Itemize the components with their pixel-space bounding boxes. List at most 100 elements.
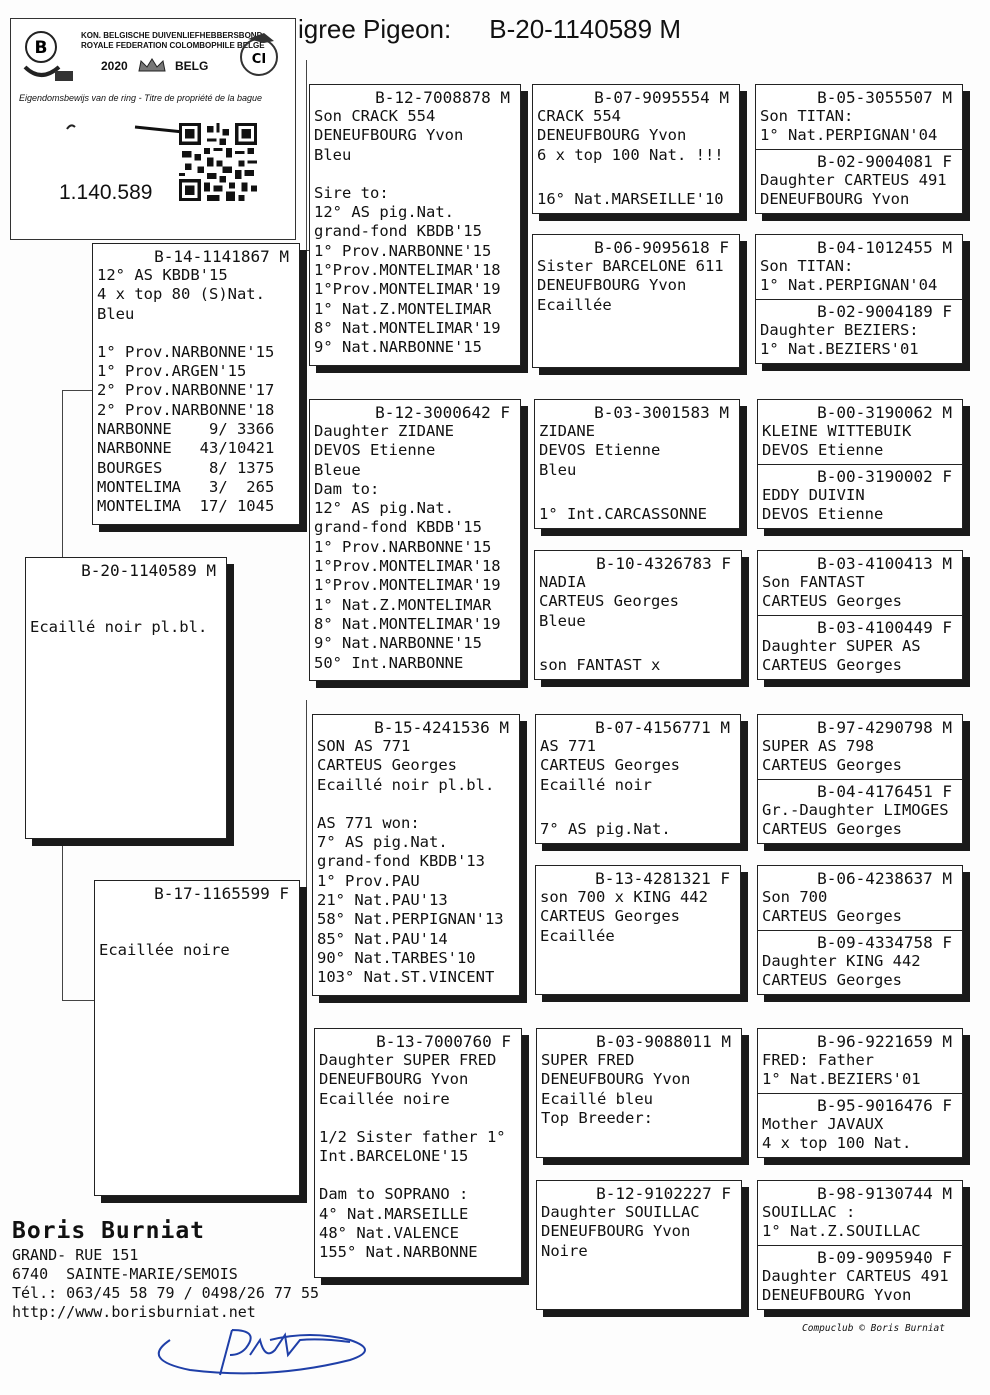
card-line: SUPER FRED [541,1051,635,1069]
connector [62,390,96,391]
org-line-nl: KON. BELGISCHE DUIVENLIEFHEBBERSBOND [81,31,263,40]
pigeon-card-g3: B-03-9088011 M SUPER FRED DENEUFBOURG Yv… [536,1028,742,1158]
ring-number: B-06-4238637 M [817,869,952,888]
pigeon-card-g2-sire-dam: B-12-3000642 F Daughter ZIDANE DEVOS Eti… [309,399,521,681]
card-line: 1°Prov.MONTELIMAR'19 [314,576,501,595]
card-line: Top Breeder: [541,1108,653,1127]
ring-certificate: B KON. BELGISCHE DUIVENLIEFHEBBERSBOND R… [10,18,296,240]
card-line: 1°Prov.MONTELIMAR'19 [314,280,501,299]
pigeon-card-g4-pair: B-05-3055507 M Son TITAN: 1° Nat.PERPIGN… [755,84,963,214]
org-line-fr: ROYALE FEDERATION COLOMBOPHILE BELGE [81,41,265,50]
card-line: CARTEUS Georges [762,971,902,990]
ring-number: B-10-4326783 F [596,554,731,573]
ring-country: BELG [175,59,209,73]
card-line: BOURGES 8/ 1375 [97,458,275,477]
card-line: 85° Nat.PAU'14 [317,929,448,948]
card-line: 58° Nat.PERPIGNAN'13 [317,910,504,929]
connector [62,1000,96,1001]
ring-number: B-15-4241536 M [374,718,509,737]
card-line: CARTEUS Georges [762,592,902,611]
card-line: Bleu [97,304,135,323]
owner-name: Boris Burniat [12,1218,206,1244]
pair-divider [758,1093,962,1094]
owner-website[interactable]: http://www.borisburniat.net [12,1303,256,1321]
pigeon-card-g4-pair: B-06-4238637 M Son 700 CARTEUS Georges B… [757,865,963,995]
ring-number: B-14-1141867 M [154,247,289,266]
card-line: Daughter SOUILLAC [541,1203,700,1221]
card-line: DENEUFBOURG Yvon [314,126,464,145]
pigeon-card-g4-pair: B-98-9130744 M SOUILLAC : 1° Nat.Z.SOUIL… [757,1180,963,1310]
card-line: 1° Nat.Z.MONTELIMAR [314,595,492,614]
card-line: Son TITAN: [760,257,854,275]
card-line: 1° Prov.ARGEN'15 [97,362,247,381]
card-footer: 16° Nat.MARSEILLE'10 [537,189,724,208]
ring-number: B-03-4100413 M [817,554,952,573]
card-line: Ecaillé noir pl.bl. [30,618,208,636]
card-line [93,324,299,343]
connector [296,250,310,251]
card-line: 9° Nat.NARBONNE'15 [314,338,482,357]
card-line: Dam to: [314,479,380,498]
pigeon-card-g4-pair: B-00-3190062 M KLEINE WITTEBUIK DEVOS Et… [757,399,963,529]
ring-number: B-98-9130744 M [817,1184,952,1203]
ring-number: B-09-9095940 F [817,1248,952,1267]
pigeon-card-dam: B-17-1165599 F Ecaillée noire [94,880,300,1196]
title-prefix: igree Pigeon: [298,14,452,44]
ring-number: B-12-3000642 F [375,403,510,422]
software-credit: Compuclub © Boris Burniat [802,1323,945,1334]
ring-number: B-00-3190002 F [817,467,952,486]
ring-number: B-04-4176451 F [817,782,952,801]
ring-number: B-09-4334758 F [817,933,952,952]
card-line: CARTEUS Georges [762,656,902,675]
page-title: igree Pigeon: B-20-1140589 M [298,14,681,45]
card-line: Son 700 [762,888,828,906]
card-line: Ecaillé noir [540,775,652,794]
pair-divider [758,615,962,616]
pair-divider [758,779,962,780]
card-line: 90° Nat.TARBES'10 [317,948,476,967]
card-line: Son FANTAST [762,573,865,591]
card-line: Ecaillée [540,926,615,945]
card-line: Ecaillé noir pl.bl. [317,775,495,794]
pigeon-card-g3: B-12-9102227 F Daughter SOUILLAC DENEUFB… [536,1180,742,1310]
ring-number: B-03-9088011 M [596,1032,731,1051]
card-line: Son CRACK 554 [314,107,436,125]
card-line: 1° Prov.PAU [317,871,420,890]
pair-divider [758,464,962,465]
card-line: 7° AS pig.Nat. [317,833,448,852]
pair-divider [758,930,962,931]
card-line: 6 x top 100 Nat. !!! [537,145,724,164]
ring-number: B-03-4100449 F [817,618,952,637]
ring-number: B-03-3001583 M [594,403,729,422]
card-line: MONTELIMA 3/ 265 [97,477,275,496]
card-line: 103° Nat.ST.VINCENT [317,968,495,987]
card-line: CARTEUS Georges [762,820,902,839]
pigeon-card-g4-pair: B-96-9221659 M FRED: Father 1° Nat.BEZIE… [757,1028,963,1158]
card-line: Noire [541,1241,588,1260]
title-ring: B-20-1140589 M [489,14,681,44]
card-line: 1° Prov.NARBONNE'15 [314,241,492,260]
card-line: CARTEUS Georges [539,592,679,611]
kbdb-logo-icon: B [23,31,73,81]
card-line: Dam to SOPRANO : [319,1185,469,1204]
card-line: 21° Nat.PAU'13 [317,891,448,910]
card-line [315,1109,521,1128]
card-line: 12° AS pig.Nat. [314,499,454,518]
card-line: Int.BARCELONE'15 [319,1147,469,1166]
card-line: KLEINE WITTEBUIK [762,422,912,440]
card-line: DENEUFBOURG Yvon [541,1222,691,1241]
card-footer: son FANTAST x [539,655,661,674]
card-line: Daughter BEZIERS: [760,321,919,339]
crown-icon [138,58,166,72]
card-line: Bleu [539,460,577,479]
card-line: DENEUFBOURG Yvon [537,126,687,145]
svg-text:B: B [35,38,48,58]
card-line: Ecaillée [537,295,612,314]
card-line: grand-fond KBDB'15 [314,222,482,241]
pigeon-card-subject: B-20-1140589 M Ecaillé noir pl.bl. [25,557,227,839]
card-line: 8° Nat.MONTELIMAR'19 [314,318,501,337]
card-line: CARTEUS Georges [540,756,680,775]
card-line [313,795,519,814]
card-line: Sister BARCELONE 611 [537,257,724,275]
card-line: Daughter SUPER AS [762,637,921,655]
